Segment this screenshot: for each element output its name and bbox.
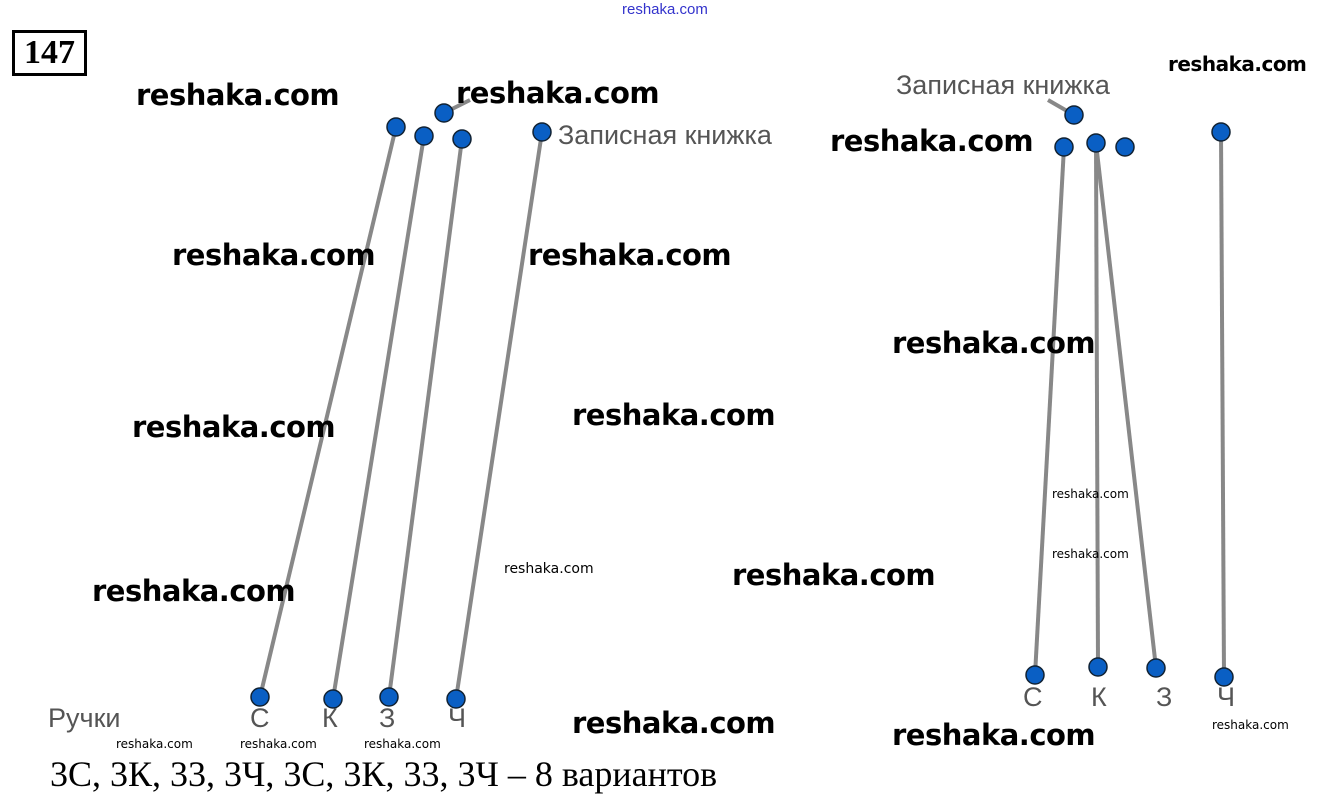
right-bottom-dot	[1025, 665, 1045, 685]
problem-number: 147	[12, 30, 87, 76]
watermark: reshaka.com	[572, 706, 776, 740]
right-label-ch: Ч	[1217, 682, 1235, 712]
right-top-dot	[1211, 122, 1231, 142]
left-line-z	[387, 138, 464, 698]
left-label-z: З	[379, 703, 396, 733]
watermark: reshaka.com	[528, 238, 732, 272]
left-top-dot	[414, 126, 434, 146]
watermark: reshaka.com	[116, 737, 193, 751]
watermark: reshaka.com	[1168, 52, 1307, 76]
left-label-s: С	[250, 703, 270, 733]
left-top-dot	[532, 122, 552, 142]
watermark: reshaka.com	[830, 124, 1034, 158]
watermark: reshaka.com	[892, 326, 1096, 360]
right-line-k	[1094, 142, 1100, 668]
left-bottom-dot	[446, 689, 466, 709]
right-line-ch	[1219, 131, 1226, 678]
watermark: reshaka.com	[504, 561, 594, 577]
watermark: reshaka.com	[92, 574, 296, 608]
left-top-dot	[452, 129, 472, 149]
watermark: reshaka.com	[1052, 487, 1129, 501]
watermark: reshaka.com	[136, 78, 340, 112]
right-bottom-dot	[1088, 657, 1108, 677]
left-bottom-dot	[323, 689, 343, 709]
pens-label: Ручки	[48, 703, 121, 733]
watermark: reshaka.com	[1212, 718, 1289, 732]
right-top-dot	[1064, 105, 1084, 125]
watermark: reshaka.com	[892, 718, 1096, 752]
watermark: reshaka.com	[572, 398, 776, 432]
header-watermark: reshaka.com	[622, 1, 708, 18]
left-bottom-dot	[250, 687, 270, 707]
watermark: reshaka.com	[240, 737, 317, 751]
right-line-z	[1094, 142, 1158, 669]
right-label-z: З	[1156, 682, 1173, 712]
right-top-label: Записная книжка	[896, 70, 1110, 100]
right-top-dot	[1054, 137, 1074, 157]
right-top-dot	[1086, 133, 1106, 153]
watermark: reshaka.com	[172, 238, 376, 272]
right-bottom-dot	[1146, 658, 1166, 678]
watermark: reshaka.com	[132, 410, 336, 444]
watermark: reshaka.com	[1052, 547, 1129, 561]
left-top-label: Записная книжка	[558, 120, 772, 150]
watermark: reshaka.com	[364, 737, 441, 751]
right-bottom-dot	[1214, 667, 1234, 687]
left-label-k: К	[322, 703, 338, 733]
left-line-k	[331, 135, 426, 700]
right-label-k: К	[1091, 682, 1107, 712]
left-label-ch: Ч	[448, 703, 466, 733]
watermark: reshaka.com	[732, 558, 936, 592]
left-bottom-dot	[379, 687, 399, 707]
left-line-ch	[454, 131, 544, 700]
watermark: reshaka.com	[456, 76, 660, 110]
right-top-dot	[1115, 137, 1135, 157]
left-top-dot	[434, 103, 454, 123]
left-line-s	[258, 126, 398, 698]
answer-text: 3С, 3К, 33, 3Ч, 3С, 3К, 33, 3Ч – 8 вариа…	[50, 754, 718, 794]
right-label-s: С	[1023, 682, 1043, 712]
left-top-dot	[386, 117, 406, 137]
right-line-s	[1033, 146, 1066, 676]
